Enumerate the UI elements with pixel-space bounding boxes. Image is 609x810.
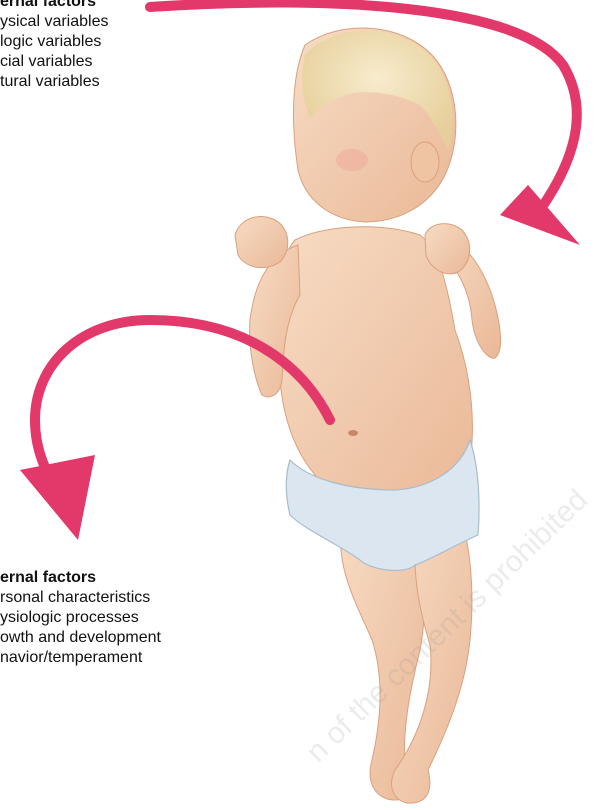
external-arrow-head-icon bbox=[500, 185, 580, 245]
internal-factor-item: rsonal characteristics bbox=[0, 588, 161, 608]
external-factors-block: ernal factors ysical variables logic var… bbox=[0, 0, 108, 92]
external-factor-item: cial variables bbox=[0, 52, 108, 72]
internal-factor-item: owth and development bbox=[0, 628, 161, 648]
external-factors-heading: ernal factors bbox=[0, 0, 108, 12]
infant-ear bbox=[411, 142, 439, 182]
infant-navel bbox=[348, 430, 358, 436]
external-factor-item: logic variables bbox=[0, 32, 108, 52]
internal-factor-item: navior/temperament bbox=[0, 648, 161, 668]
infant-left-hand bbox=[235, 216, 288, 267]
internal-factors-block: ernal factors rsonal characteristics ysi… bbox=[0, 568, 161, 668]
external-factor-item: tural variables bbox=[0, 72, 108, 92]
internal-arrow-head-icon bbox=[20, 455, 95, 540]
infant-cheek bbox=[336, 149, 368, 171]
internal-factors-heading: ernal factors bbox=[0, 568, 161, 588]
internal-factor-item: ysiologic processes bbox=[0, 608, 161, 628]
external-factor-item: ysical variables bbox=[0, 12, 108, 32]
